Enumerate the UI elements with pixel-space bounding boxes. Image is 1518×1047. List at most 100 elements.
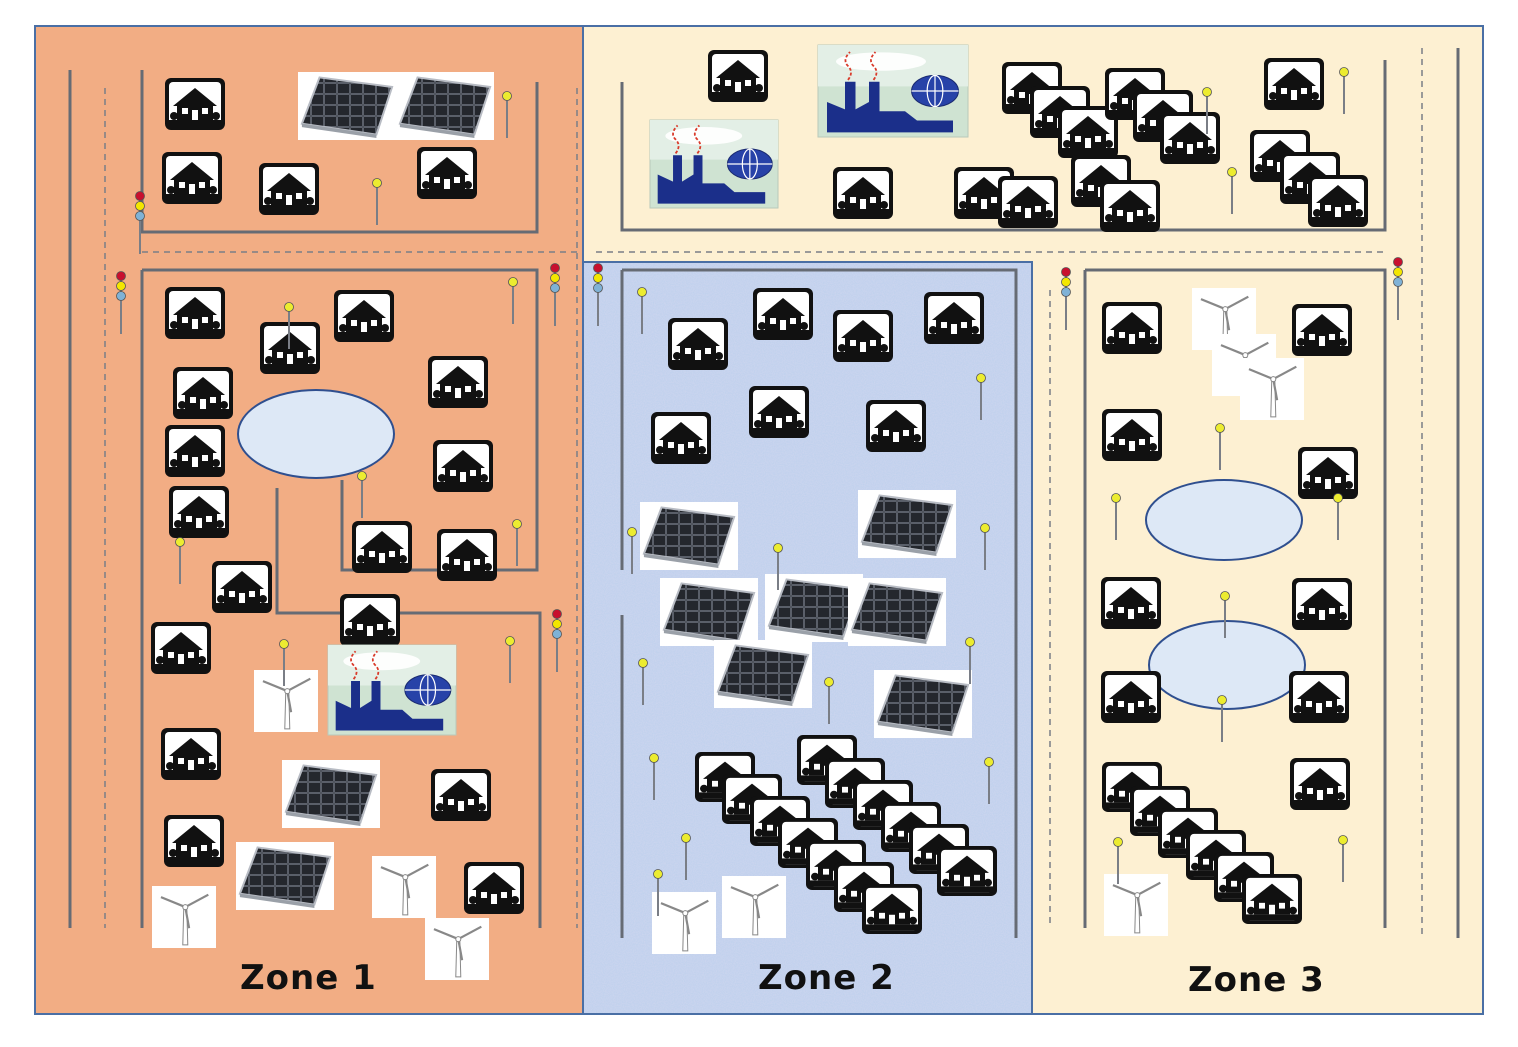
street-light-icon [773,543,783,590]
traffic-light-icon [135,191,145,254]
house-icon [212,561,272,613]
solar-panel-icon [714,640,812,708]
factory-icon [649,119,779,209]
street-light-icon [1202,87,1212,134]
house-icon [1289,671,1349,723]
street-light-icon [1113,837,1123,884]
house-icon [1264,58,1324,110]
road [140,70,539,234]
street-light-icon [505,636,515,683]
lake [1148,620,1306,710]
street-light-icon [980,523,990,570]
wind-turbine-icon [1240,358,1304,420]
traffic-light-icon [593,263,603,326]
road-centerlines [104,48,1423,938]
street-light-icon [508,277,518,324]
lake [237,389,395,479]
house-icon [165,425,225,477]
lake [1145,479,1303,561]
globe-icon [726,148,773,180]
house-icon [433,440,493,492]
solar-panel-icon [236,842,334,910]
traffic-light-icon [550,263,560,326]
house-icon [165,287,225,339]
roads [68,48,1460,938]
house-icon [1100,180,1160,232]
street-light-icon [357,471,367,518]
house-icon [753,288,813,340]
house-icon [651,412,711,464]
house-icon [162,152,222,204]
wind-turbine-icon [722,876,786,938]
zone-1-label: Zone 1 [240,958,377,998]
zone-2-label: Zone 2 [758,958,895,998]
zone-2-border [582,261,1033,1015]
traffic-light-icon [1393,257,1403,320]
solar-panel-icon [660,578,758,646]
street-light-icon [1217,695,1227,742]
globe-icon [404,674,452,706]
house-icon [1298,447,1358,499]
house-icon [1292,304,1352,356]
street-light-icon [512,519,522,566]
solar-panel-icon [640,502,738,570]
solar-panel-icon [858,490,956,558]
house-icon [1058,106,1118,158]
house-icon [833,167,893,219]
house-icon [340,594,400,646]
house-icon [161,728,221,780]
house-icon [833,310,893,362]
street-light-icon [279,639,289,686]
street-light-icon [984,757,994,804]
zone-3-label: Zone 3 [1188,960,1325,1000]
street-light-icon [1111,493,1121,540]
globe-icon [911,74,959,108]
house-icon [1101,577,1161,629]
house-icon [866,400,926,452]
street-light-icon [372,178,382,225]
house-icon [1292,578,1352,630]
street-light-icon [965,637,975,684]
house-icon [437,529,497,581]
solar-panel-icon [848,578,946,646]
wind-turbine-icon [1104,874,1168,936]
street-light-icon [627,527,637,574]
lakes [237,389,1306,710]
house-icon [708,50,768,102]
house-icon [417,147,477,199]
street-light-icon [1215,423,1225,470]
street-light-icon [638,658,648,705]
wind-turbine-icon [152,886,216,948]
house-icon [1290,758,1350,810]
wind-turbine-icon [425,918,489,980]
solar-panel-icon [298,72,396,140]
house-icon [173,367,233,419]
solar-panel-icon [282,760,380,828]
house-icon [165,78,225,130]
solar-panel-icon [765,574,863,642]
street-light-icon [824,677,834,724]
road [620,60,1387,232]
house-icon [998,176,1058,228]
factory-icon [817,44,969,138]
wind-turbine-icon [254,670,318,732]
wind-turbine-icon [372,856,436,918]
house-icon [169,486,229,538]
street-light-icon [637,287,647,334]
traffic-light-icon [552,609,562,672]
street-light-icon [649,753,659,800]
house-icon [862,884,922,934]
solar-panel-icon [874,670,972,738]
road [142,268,539,572]
house-icon [749,386,809,438]
house-icon [164,815,224,867]
house-icon [1242,874,1302,924]
house-icon [937,846,997,896]
house-icon [1102,302,1162,354]
house-icon [259,163,319,215]
icons-layer [116,44,1403,980]
traffic-light-icon [1061,267,1071,330]
street-light-icon [1227,167,1237,214]
solar-panel-icon [396,72,494,140]
